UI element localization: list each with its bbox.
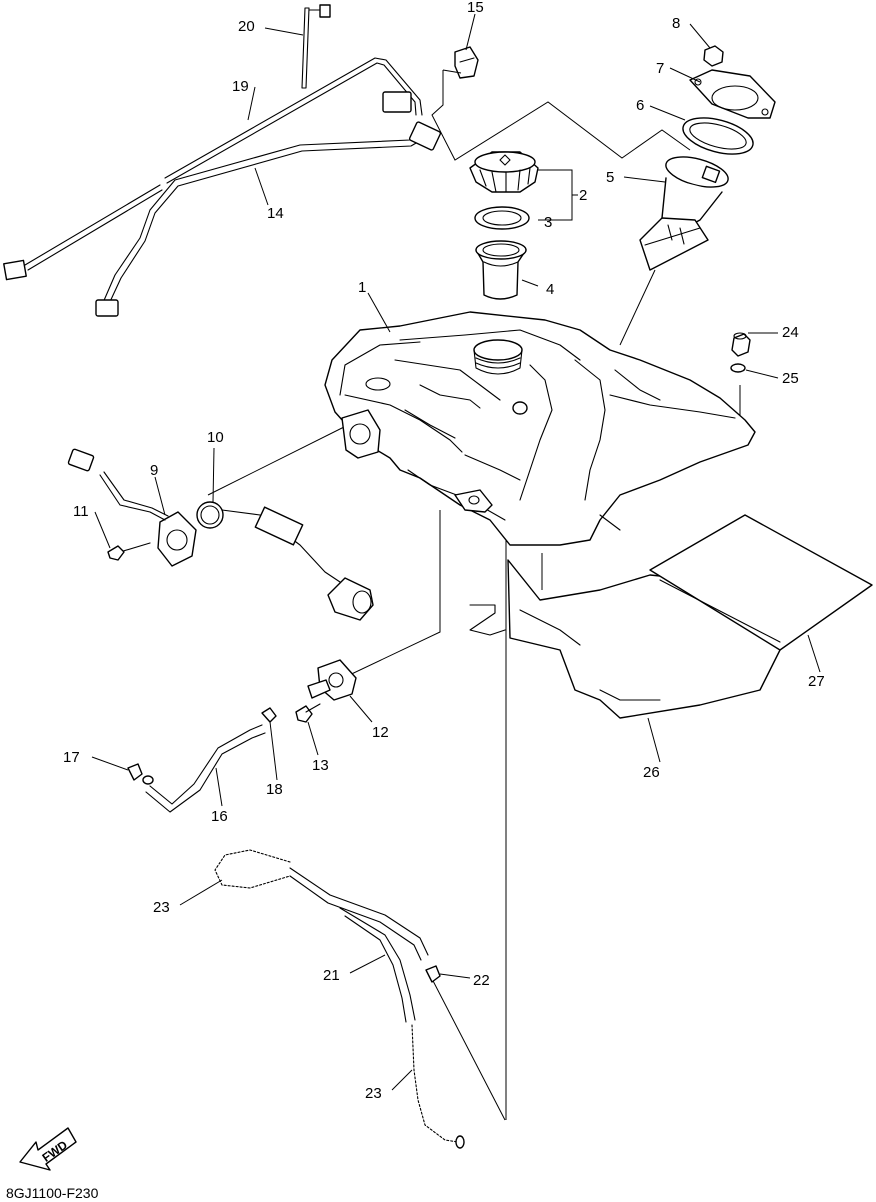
part-15-clamp [454, 46, 479, 79]
callout-25: 25 [782, 370, 799, 387]
callout-16: 16 [211, 808, 228, 825]
part-27-pad [649, 514, 873, 651]
fwd-arrow-icon: FWD [19, 1127, 77, 1171]
callout-23b: 23 [365, 1085, 382, 1102]
callout-leaders [91, 13, 821, 1091]
part-10-sender-gasket [196, 501, 374, 621]
callout-23a: 23 [153, 899, 170, 916]
callout-10: 10 [207, 429, 224, 446]
part-21-breather-hose [289, 867, 429, 1023]
callout-6: 6 [636, 97, 644, 114]
part-23a-corrugated-hose [214, 849, 291, 889]
part-5-fuel-pump [639, 156, 729, 271]
callout-4: 4 [546, 281, 554, 298]
callout-3: 3 [544, 214, 552, 231]
callout-11: 11 [73, 503, 89, 520]
part-6-pump-gasket [682, 117, 754, 155]
callout-7: 7 [656, 60, 664, 77]
callout-2: 2 [579, 187, 587, 204]
callout-1: 1 [358, 279, 366, 296]
part-16-fuel-hose [142, 724, 266, 813]
callout-26: 26 [643, 764, 660, 781]
callout-13: 13 [312, 757, 329, 774]
callout-27: 27 [808, 673, 825, 690]
part-7-retainer-plate [689, 69, 776, 119]
callout-5: 5 [606, 169, 614, 186]
part-3-gasket [474, 206, 530, 230]
part-8-nut [703, 45, 724, 67]
part-19-wire-harness [3, 57, 423, 281]
part-11-screw [107, 542, 151, 561]
part-14-hose-lead [95, 121, 442, 317]
part-18-clip [261, 707, 277, 723]
part-24-fitting [731, 332, 751, 357]
callout-14: 14 [267, 205, 284, 222]
part-23b-corrugated-hose [411, 1024, 465, 1149]
callout-12: 12 [372, 724, 389, 741]
callout-15: 15 [467, 0, 484, 16]
callout-24: 24 [782, 324, 799, 341]
part-1-fuel-tank [324, 311, 756, 546]
callout-22: 22 [473, 972, 490, 989]
part-12-fuel-cock [307, 659, 357, 701]
callout-20: 20 [238, 18, 255, 35]
part-25-washer [730, 363, 746, 373]
diagram-code: 8GJ1100-F230 [6, 1185, 99, 1201]
part-9-fuel-sender [67, 448, 197, 567]
part-4-filler-neck [475, 240, 527, 300]
part-17-clip [127, 763, 143, 781]
callout-17: 17 [63, 749, 80, 766]
callout-21: 21 [323, 967, 340, 984]
part-2-fuel-cap [469, 151, 539, 193]
callout-8: 8 [672, 15, 680, 32]
callout-9: 9 [150, 462, 158, 479]
part-13-bolt [295, 703, 321, 723]
part-22-clip [425, 965, 441, 983]
part-20-cable-tie [301, 4, 331, 89]
callout-labels: 1 2 3 4 5 6 7 8 9 10 11 12 13 14 15 16 1… [63, 0, 825, 1102]
callout-18: 18 [266, 781, 283, 798]
callout-19: 19 [232, 78, 249, 95]
